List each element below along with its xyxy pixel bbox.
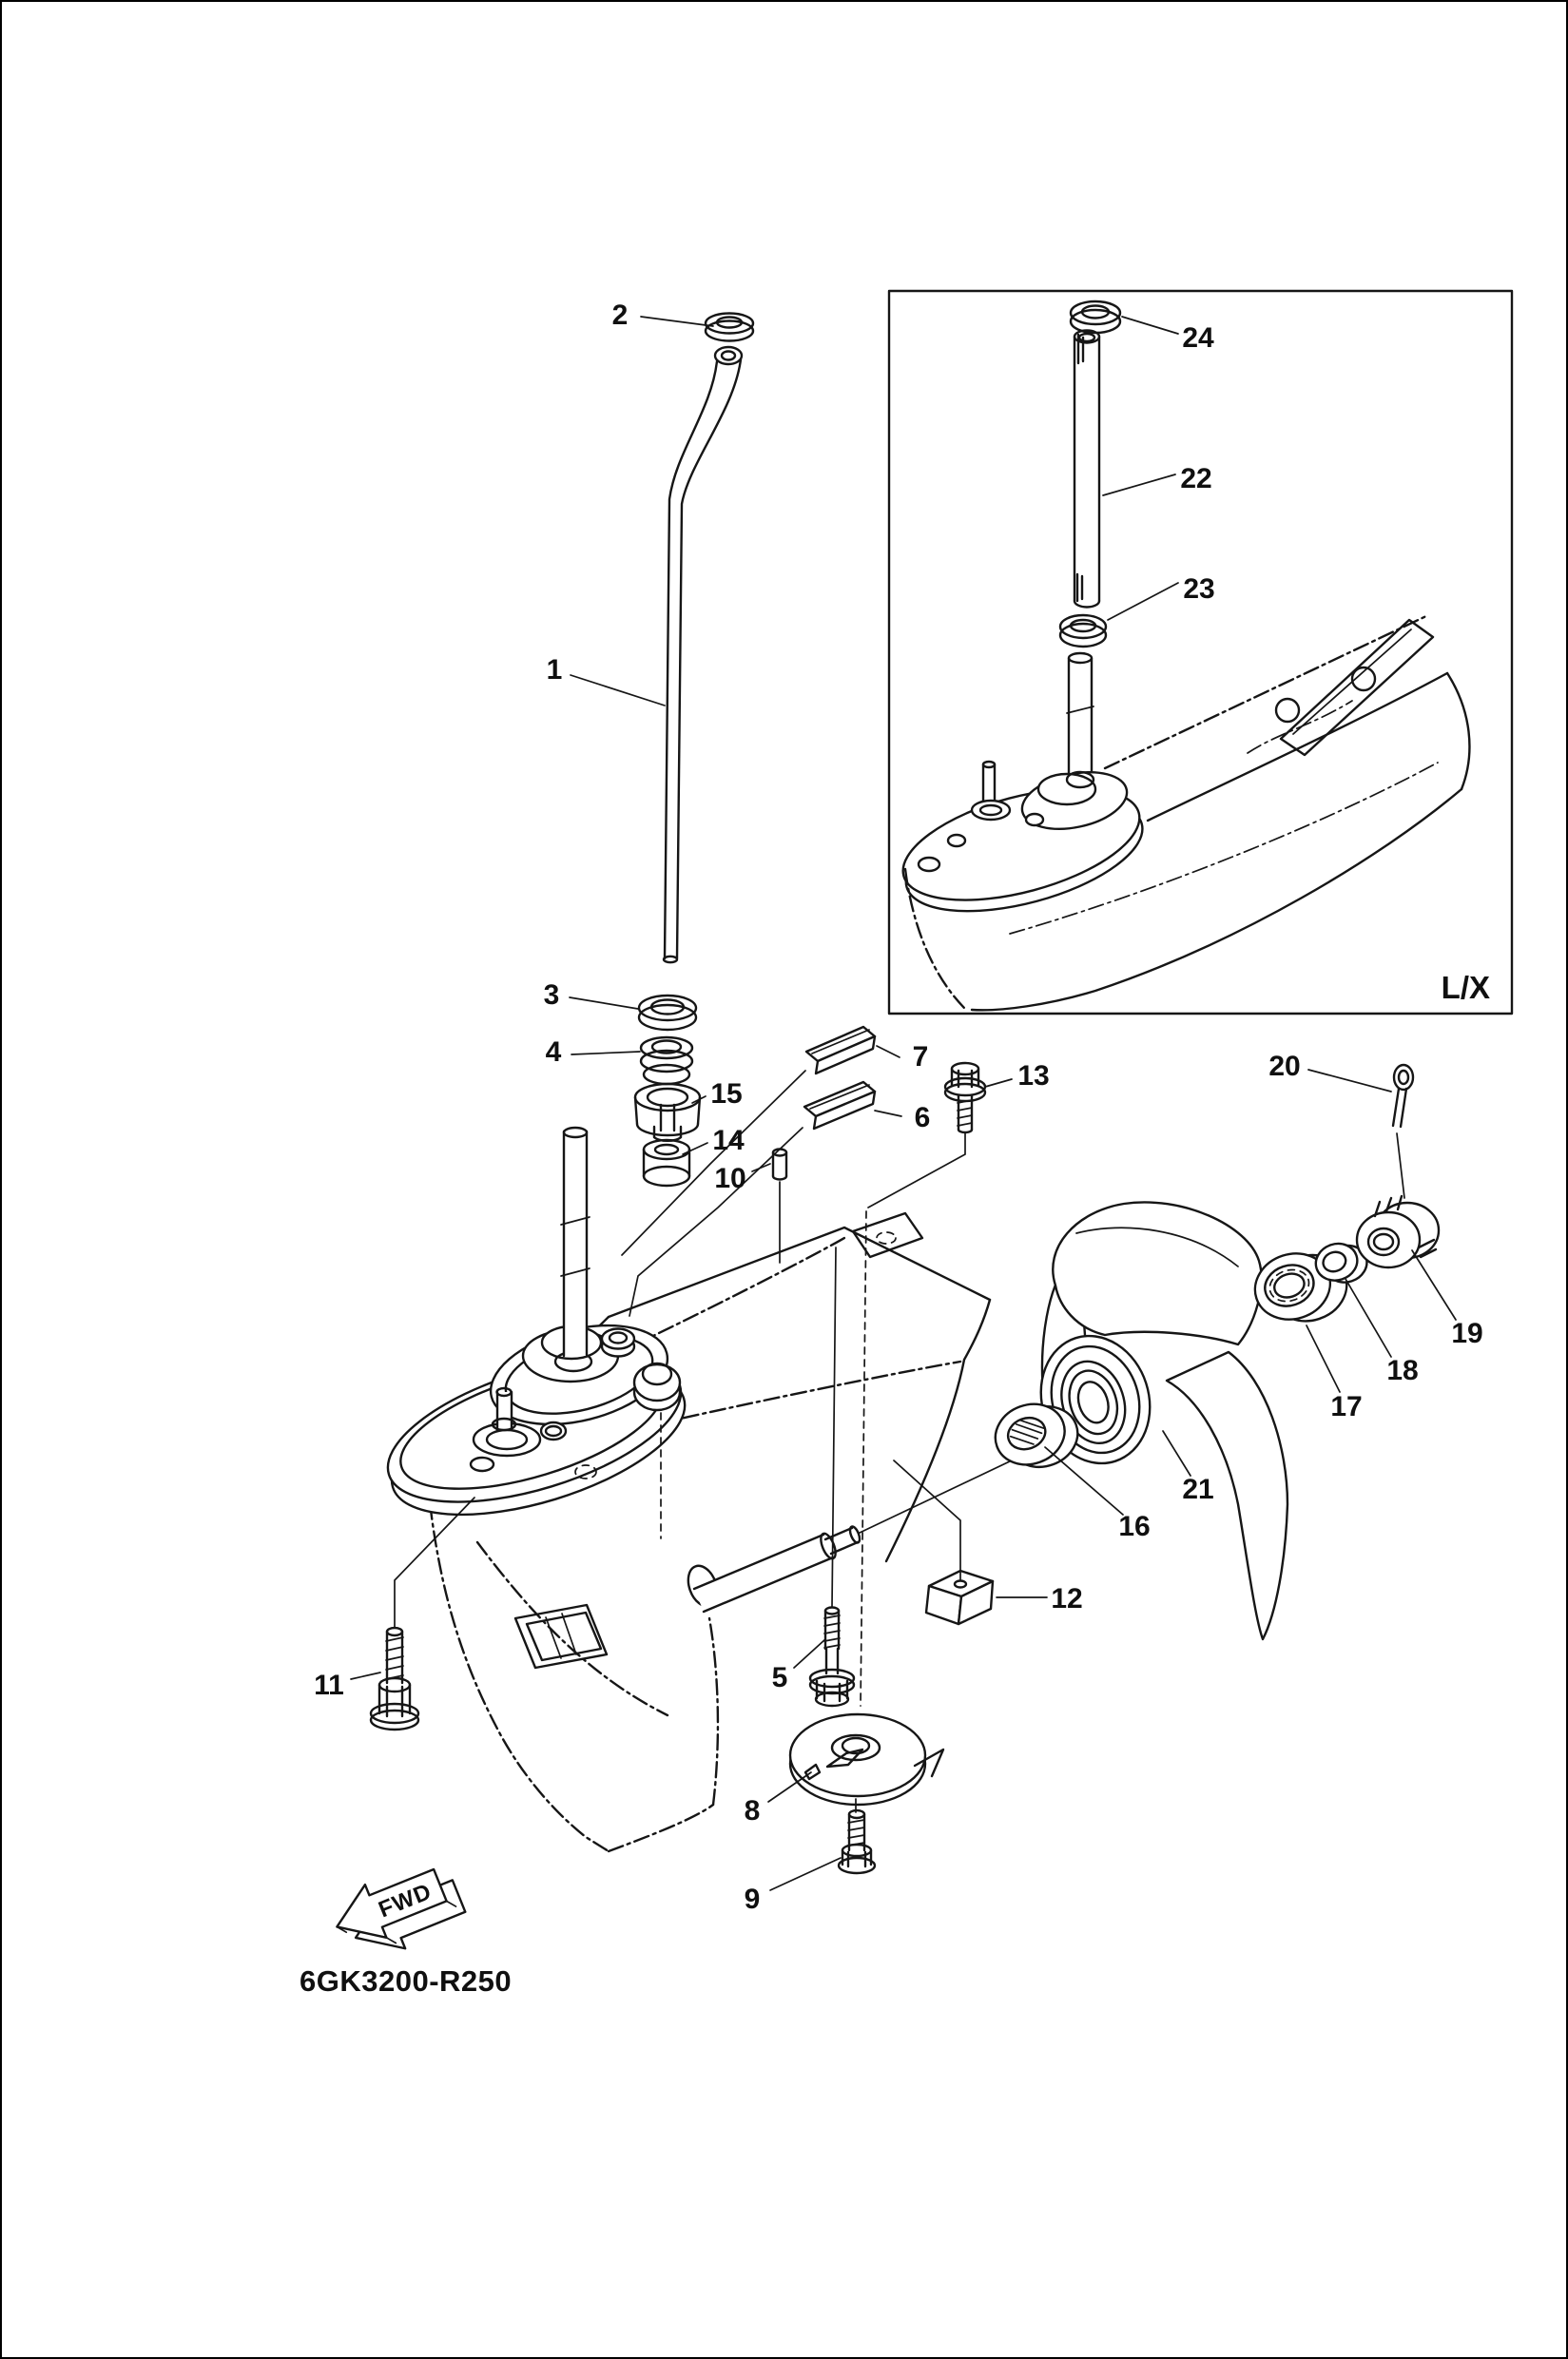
dowel-pin-10 bbox=[771, 1148, 788, 1264]
callout-16: 16 bbox=[1118, 1511, 1150, 1542]
callout-11: 11 bbox=[314, 1670, 344, 1701]
callout-7: 7 bbox=[913, 1041, 929, 1073]
shift-rod-assembly bbox=[662, 312, 755, 964]
gear-case bbox=[386, 1126, 1053, 1853]
callout-22: 22 bbox=[1180, 463, 1211, 494]
callout-5: 5 bbox=[772, 1662, 788, 1693]
drawing-code: 6GK3200-R250 bbox=[300, 1964, 512, 1998]
callout-8: 8 bbox=[745, 1795, 761, 1827]
inset-grommet-24 bbox=[1069, 300, 1122, 335]
inset-variant-tag: L/X bbox=[1442, 970, 1490, 1005]
plate-bolt-9 bbox=[837, 1808, 877, 1875]
callout-1: 1 bbox=[547, 654, 563, 686]
anode-12 bbox=[893, 1460, 995, 1626]
inset-tube-22 bbox=[1073, 329, 1101, 609]
trim-tab-plate-8 bbox=[788, 1712, 945, 1813]
callout-6: 6 bbox=[915, 1102, 931, 1133]
washer-18 bbox=[1314, 1242, 1368, 1284]
castle-nut-19 bbox=[1355, 1194, 1441, 1269]
callout-9: 9 bbox=[745, 1884, 761, 1915]
cotter-pin-20 bbox=[1391, 1063, 1415, 1199]
leader-lines bbox=[350, 316, 1457, 1891]
impeller-key-7 bbox=[621, 1025, 877, 1256]
pump-key-6 bbox=[629, 1080, 877, 1317]
side-bolt-11 bbox=[369, 1497, 475, 1731]
long-bolt-5 bbox=[808, 1247, 856, 1708]
callout-13: 13 bbox=[1017, 1060, 1049, 1092]
callout-15: 15 bbox=[710, 1078, 742, 1110]
inset-box: L/X bbox=[887, 289, 1514, 1015]
callout-23: 23 bbox=[1183, 573, 1214, 605]
callout-17: 17 bbox=[1330, 1391, 1362, 1422]
trim-tab-bolt-13 bbox=[860, 1061, 987, 1707]
shift-rod-seal-stack bbox=[633, 994, 702, 1188]
callout-2: 2 bbox=[612, 300, 629, 331]
bearing-17 bbox=[1253, 1252, 1348, 1323]
callout-3: 3 bbox=[544, 979, 560, 1011]
callout-21: 21 bbox=[1182, 1474, 1213, 1505]
callout-4: 4 bbox=[546, 1036, 562, 1068]
inset-grommet-23 bbox=[1058, 613, 1108, 648]
callout-14: 14 bbox=[712, 1125, 745, 1156]
callout-18: 18 bbox=[1386, 1355, 1418, 1386]
inset-gear-case bbox=[901, 613, 1471, 1012]
callout-19: 19 bbox=[1451, 1318, 1482, 1349]
callout-24: 24 bbox=[1182, 322, 1214, 354]
fwd-arrow: FWD bbox=[336, 1867, 467, 1950]
callout-labels: 1 2 3 4 5 6 7 8 9 10 11 12 13 14 15 16 1… bbox=[314, 300, 1483, 1915]
callout-10: 10 bbox=[714, 1163, 745, 1194]
callout-12: 12 bbox=[1051, 1583, 1082, 1615]
callout-20: 20 bbox=[1268, 1051, 1300, 1082]
